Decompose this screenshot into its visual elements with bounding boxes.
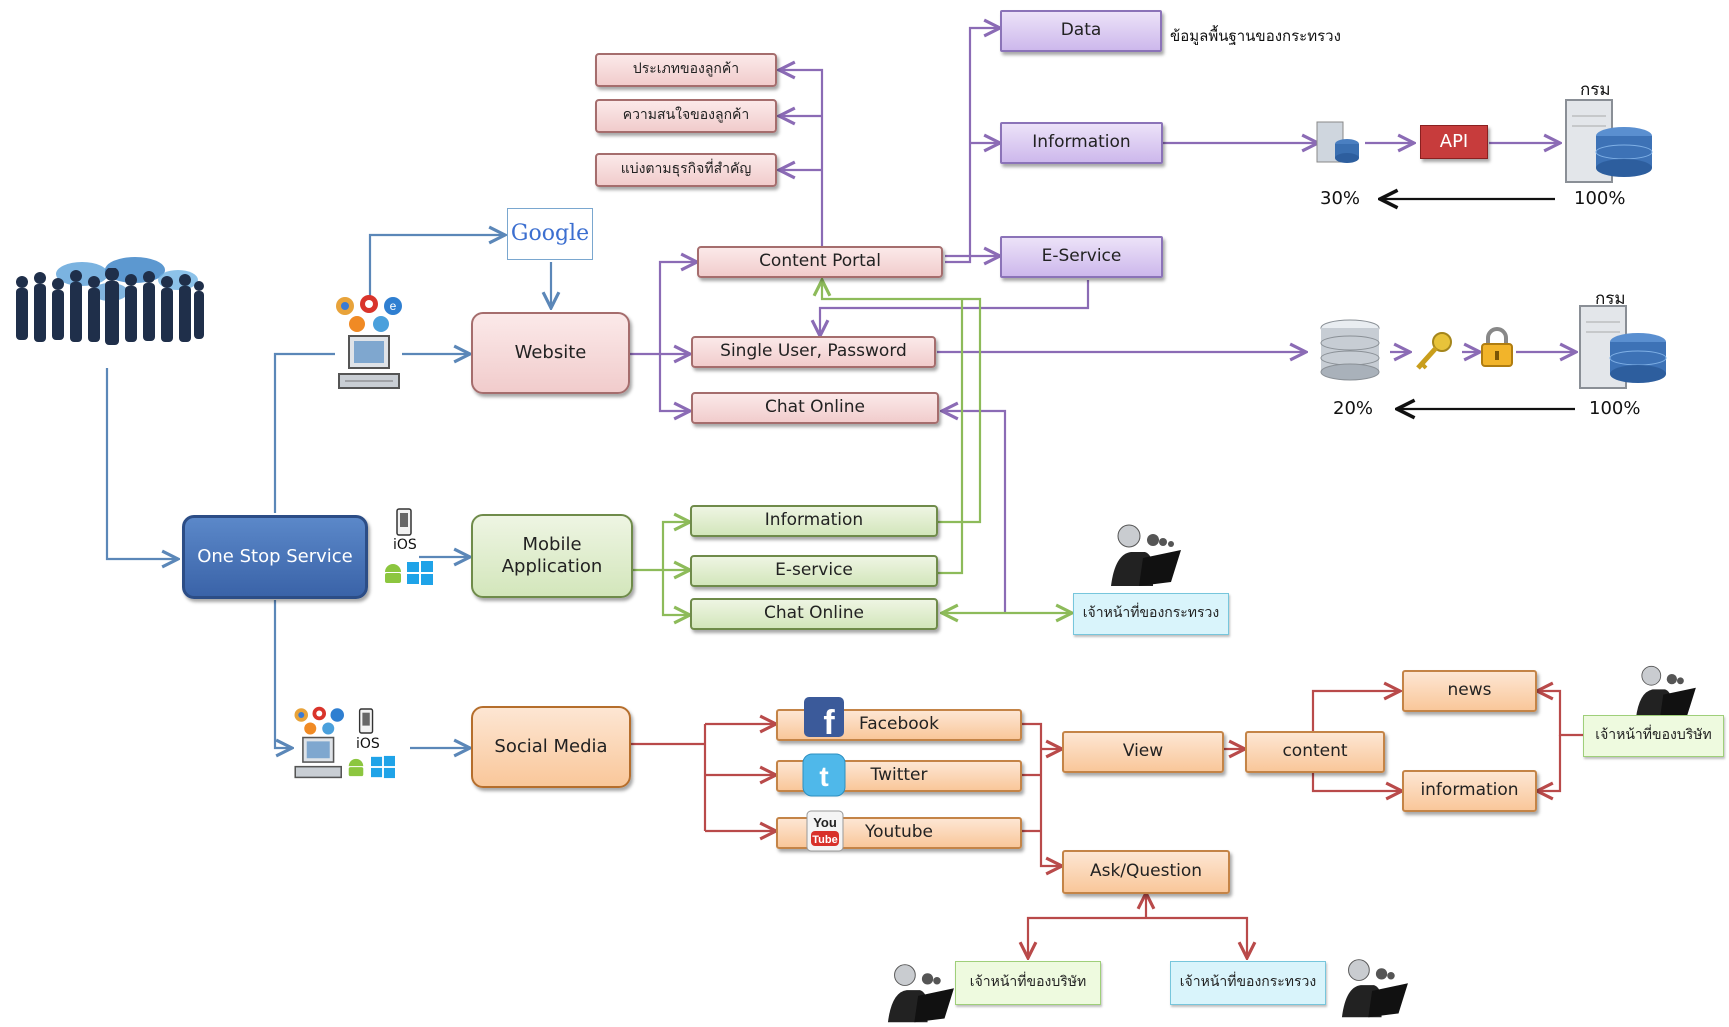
data-note: ข้อมูลพื้นฐานของกระทรวง bbox=[1170, 27, 1341, 45]
company-officer-node: เจ้าหน้าที่ของบริษัท bbox=[955, 961, 1101, 1005]
svg-text:You: You bbox=[813, 815, 837, 830]
support-agent-icon bbox=[1111, 524, 1181, 586]
mobile-chat-online-node: Chat Online bbox=[690, 598, 938, 630]
content-node: content bbox=[1245, 731, 1385, 773]
portal-item-customer-type: ประเภทของลูกค้า bbox=[595, 53, 777, 87]
key-icon bbox=[1416, 332, 1452, 370]
ios-label: iOS bbox=[356, 736, 380, 752]
people-crowd-icon bbox=[16, 268, 204, 345]
windows-icon bbox=[407, 561, 433, 585]
twitter-icon: t bbox=[802, 753, 846, 797]
ask-question-node: Ask/Question bbox=[1062, 850, 1230, 894]
phone-icon bbox=[396, 508, 412, 536]
mobile-e-service-node: E-service bbox=[690, 555, 938, 587]
department-label: กรม bbox=[1595, 289, 1626, 309]
database-icon bbox=[1316, 121, 1359, 163]
browser-logos-icon bbox=[294, 706, 344, 735]
percent-100-api: 100% bbox=[1574, 188, 1626, 209]
support-agent-icon bbox=[1341, 959, 1408, 1018]
ios-label: iOS bbox=[393, 537, 417, 553]
facebook-icon: f bbox=[804, 697, 844, 738]
content-portal-node: Content Portal bbox=[697, 246, 943, 278]
portal-item-key-business: แบ่งตามธุรกิจที่สำคัญ bbox=[595, 153, 777, 187]
view-node: View bbox=[1062, 731, 1224, 773]
api-node: API bbox=[1420, 125, 1488, 159]
data-node: Data bbox=[1000, 10, 1162, 52]
portal-item-customer-interest: ความสนใจของลูกค้า bbox=[595, 99, 777, 133]
website-node: Website bbox=[471, 312, 630, 394]
one-stop-service-node: One Stop Service bbox=[182, 515, 368, 599]
lock-icon bbox=[1481, 327, 1513, 367]
svg-text:f: f bbox=[823, 704, 835, 738]
android-icon bbox=[385, 564, 401, 583]
ministry-officer-node: เจ้าหน้าที่ของกระทรวง bbox=[1170, 961, 1326, 1005]
percent-100-login: 100% bbox=[1589, 398, 1641, 419]
windows-icon bbox=[371, 755, 395, 779]
server-icon bbox=[1579, 305, 1667, 389]
phone-icon bbox=[358, 708, 374, 734]
e-service-node: E-Service bbox=[1000, 236, 1163, 278]
information-social-node: information bbox=[1402, 770, 1537, 812]
google-logo: Google bbox=[507, 208, 593, 260]
svg-text:e: e bbox=[390, 299, 397, 313]
computer-icon bbox=[338, 335, 400, 389]
support-agent-icon bbox=[887, 964, 954, 1023]
support-agent-icon bbox=[1635, 665, 1696, 719]
company-officer-node: เจ้าหน้าที่ของบริษัท bbox=[1583, 715, 1724, 757]
percent-20: 20% bbox=[1333, 398, 1374, 419]
svg-text:Tube: Tube bbox=[812, 834, 837, 846]
chat-online-web-node: Chat Online bbox=[691, 392, 939, 424]
android-icon bbox=[348, 758, 364, 777]
information-node: Information bbox=[1000, 122, 1163, 164]
single-user-password-node: Single User, Password bbox=[691, 336, 936, 368]
mobile-application-node: Mobile Application bbox=[471, 514, 633, 598]
svg-text:t: t bbox=[819, 761, 828, 792]
server-icon bbox=[1565, 99, 1653, 183]
computer-icon bbox=[294, 736, 342, 779]
news-node: news bbox=[1402, 670, 1537, 712]
social-media-node: Social Media bbox=[471, 706, 631, 788]
youtube-icon: You Tube bbox=[806, 810, 844, 852]
mobile-information-node: Information bbox=[690, 505, 938, 537]
department-label: กรม bbox=[1580, 80, 1611, 100]
ministry-officer-node: เจ้าหน้าที่ของกระทรวง bbox=[1073, 593, 1229, 635]
database-icon bbox=[1320, 319, 1380, 381]
browser-logos-icon: e bbox=[336, 295, 402, 332]
percent-30: 30% bbox=[1320, 188, 1361, 209]
